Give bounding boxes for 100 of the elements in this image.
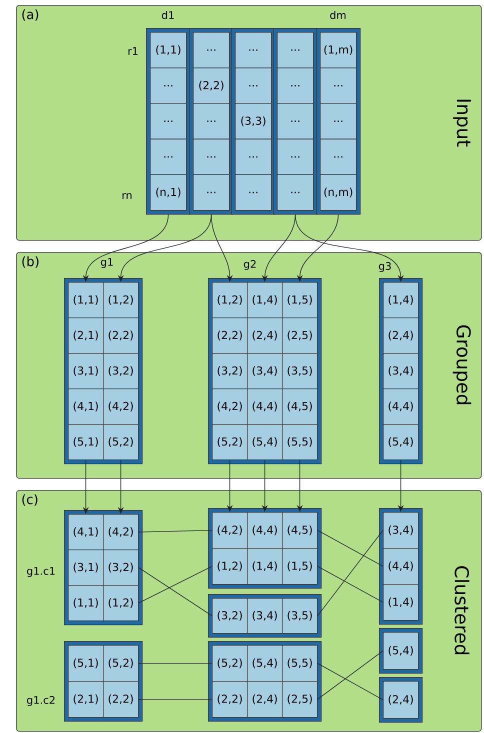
matrix-cell: (1,1) xyxy=(68,585,104,622)
matrix-cell: (3,4) xyxy=(383,353,419,390)
matrix-cell: (2,5) xyxy=(282,681,318,718)
matrix-cell: (1,5) xyxy=(282,548,318,585)
matrix-cell: (2,1) xyxy=(68,681,104,718)
matrix-cell: (1,2) xyxy=(212,282,248,318)
matrix-cell: (3,1) xyxy=(68,353,104,390)
matrix-cell: (5,2) xyxy=(103,645,139,682)
matrix-cell: (2,4) xyxy=(247,681,283,718)
matrix-cell: (1,1) xyxy=(68,282,104,318)
matrix-cell: (4,4) xyxy=(383,388,419,425)
matrix-cell: (1,4) xyxy=(247,548,283,585)
connector-line xyxy=(138,662,212,664)
matrix-cell: (1,4) xyxy=(247,282,283,318)
matrix-cell: (5,1) xyxy=(68,645,104,682)
matrix-cell: (5,2) xyxy=(212,645,248,682)
connector-line xyxy=(317,530,384,567)
matrix-cell: (2,5) xyxy=(282,318,318,354)
matrix-cell: (2,4) xyxy=(247,318,283,354)
matrix-cell: (5,4) xyxy=(247,424,283,460)
connector-line xyxy=(317,566,384,603)
matrix-cell: (1,4) xyxy=(383,584,419,621)
matrix-cell: (3,3) xyxy=(235,103,272,140)
matrix-cell: (5,4) xyxy=(383,632,419,670)
matrix-cell: ... xyxy=(277,103,314,140)
connector-line xyxy=(138,567,212,616)
matrix-cell: (1,4) xyxy=(383,282,419,318)
matrix-cell: (3,1) xyxy=(68,550,104,586)
matrix-label: dm xyxy=(330,10,346,20)
matrix-cell: ... xyxy=(193,174,230,211)
matrix-label: g1 xyxy=(100,258,113,268)
matrix-cell: (4,4) xyxy=(383,548,419,585)
matrix-cell: (3,2) xyxy=(103,353,139,390)
matrix-cell: (2,4) xyxy=(383,681,419,719)
matrix-cell: ... xyxy=(193,103,230,140)
matrix-cell: (2,2) xyxy=(103,681,139,718)
matrix-cell: ... xyxy=(277,32,314,68)
matrix-cell: (2,2) xyxy=(103,318,139,354)
matrix-cell: ... xyxy=(320,103,357,140)
matrix-cell: (5,4) xyxy=(383,424,419,460)
matrix-cell: (1,m) xyxy=(320,32,357,68)
matrix-cell: ... xyxy=(193,32,230,68)
matrix-cell: ... xyxy=(277,68,314,104)
matrix-cell: (3,4) xyxy=(247,353,283,390)
connector-line xyxy=(138,698,212,700)
matrix-cell: ... xyxy=(235,32,272,68)
matrix-cell: (4,1) xyxy=(68,388,104,425)
matrix-cell: (3,5) xyxy=(282,353,318,390)
connector-line xyxy=(138,566,212,604)
matrix-cell: ... xyxy=(150,68,187,104)
matrix-cell: (4,2) xyxy=(212,512,248,549)
matrix-cell: ... xyxy=(320,68,357,104)
matrix-cell: (2,2) xyxy=(193,68,230,104)
matrix-cell: ... xyxy=(150,103,187,140)
matrix-cell: (5,5) xyxy=(282,645,318,682)
matrix-label: d1 xyxy=(162,10,174,20)
matrix-cell: ... xyxy=(277,174,314,211)
matrix-cell: (1,1) xyxy=(150,32,187,68)
matrix-cell: (2,4) xyxy=(383,318,419,354)
matrix-cell: (4,2) xyxy=(103,514,139,550)
matrix-cell: (5,2) xyxy=(212,424,248,460)
matrix-cell: (4,2) xyxy=(212,388,248,425)
matrix-cell: (4,2) xyxy=(103,388,139,425)
matrix-cell: (5,4) xyxy=(247,645,283,682)
matrix-cell: (4,5) xyxy=(282,512,318,549)
matrix-label: rn xyxy=(122,193,132,199)
matrix-cell: (1,2) xyxy=(103,585,139,622)
matrix-cell: (4,4) xyxy=(247,388,283,425)
matrix-cell: (4,4) xyxy=(247,512,283,549)
matrix-cell: (n,1) xyxy=(150,174,187,211)
matrix-cell: ... xyxy=(320,138,357,175)
matrix-cell: (5,1) xyxy=(68,424,104,460)
connector-line xyxy=(317,662,384,700)
matrix-cell: ... xyxy=(235,68,272,104)
matrix-cell: (1,2) xyxy=(212,548,248,585)
matrix-cell: (3,2) xyxy=(212,598,248,634)
matrix-cell: ... xyxy=(277,138,314,175)
matrix-cell: (2,2) xyxy=(212,318,248,354)
matrix-cell: ... xyxy=(150,138,187,175)
matrix-cell: (4,1) xyxy=(68,514,104,550)
matrix-label: g1.c2 xyxy=(27,696,55,706)
matrix-label: g2 xyxy=(244,260,256,270)
matrix-cell: (5,5) xyxy=(282,424,318,460)
matrix-cell: (4,5) xyxy=(282,388,318,425)
matrix-cell: (3,5) xyxy=(282,598,318,634)
matrix-label: g1.c1 xyxy=(27,567,55,577)
matrix-label: g3 xyxy=(378,262,391,272)
connector-line xyxy=(317,530,384,616)
matrix-label: r1 xyxy=(128,47,138,55)
connector-line xyxy=(138,530,212,532)
matrix-cell: (3,4) xyxy=(247,598,283,634)
matrix-cell: (1,2) xyxy=(103,282,139,318)
matrix-cell: (5,2) xyxy=(103,424,139,460)
connector-line xyxy=(317,650,384,700)
matrix-cell: (3,2) xyxy=(212,353,248,390)
matrix-cell: (2,1) xyxy=(68,318,104,354)
matrix-cell: ... xyxy=(235,174,272,211)
matrix-cell: ... xyxy=(235,138,272,175)
matrix-cell: (3,2) xyxy=(103,550,139,586)
matrix-cell: ... xyxy=(193,138,230,175)
